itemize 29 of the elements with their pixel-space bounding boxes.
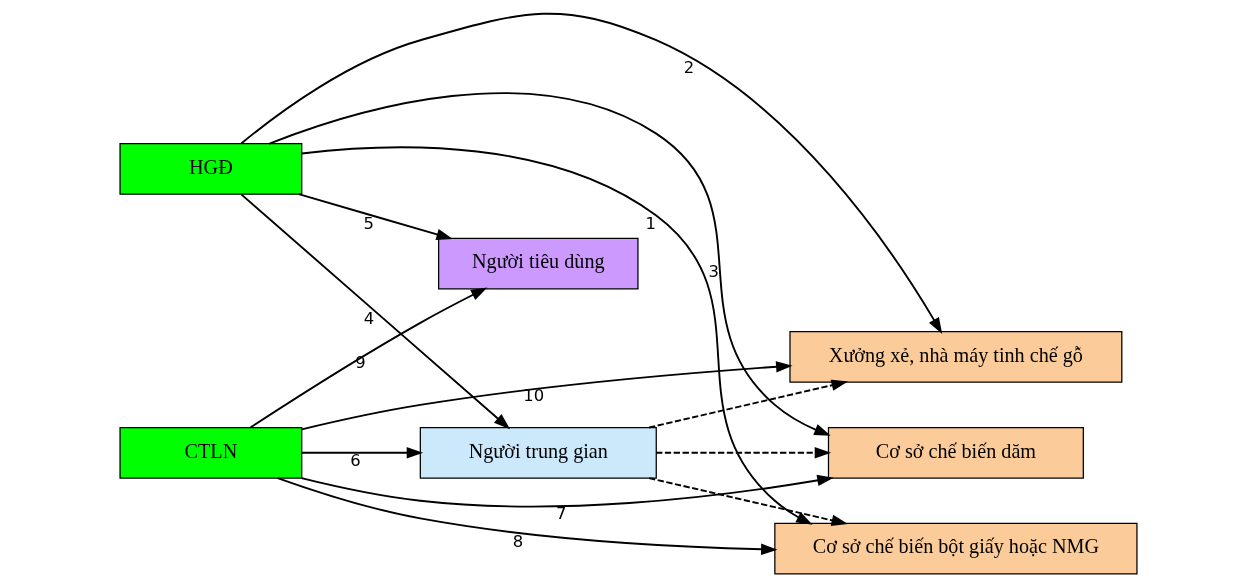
- arrow: [647, 477, 848, 526]
- arrow: [647, 379, 848, 429]
- edge-label: 10: [522, 386, 544, 406]
- arrow: [239, 12, 942, 334]
- edge-label: 4: [363, 309, 374, 329]
- arrow: [300, 361, 792, 431]
- node-box: HGĐ: [118, 143, 302, 195]
- arrow: [276, 477, 777, 555]
- edge-label: 1: [644, 213, 656, 233]
- arrow: [297, 193, 453, 240]
- arrow: [654, 447, 831, 459]
- edge-label: 2: [683, 57, 694, 77]
- arrow: [300, 474, 834, 508]
- arrow: [240, 193, 510, 430]
- arrow: [268, 92, 831, 436]
- edge-label: 8: [512, 531, 523, 551]
- node-box: Người trung gian: [419, 426, 657, 479]
- edge-label: 3: [708, 262, 719, 282]
- node-box: Người tiêu dùng: [437, 237, 639, 290]
- arrow: [300, 447, 423, 459]
- node-box: CTLN: [118, 426, 302, 479]
- node-box: Cơ sở chế biến bột giấy hoặc NMG: [773, 522, 1138, 575]
- node-box: Xưởng xẻ, nhà máy tinh chế gỗ: [788, 331, 1122, 383]
- edge-label: 7: [555, 504, 566, 524]
- edge-label: 6: [349, 450, 361, 470]
- edge-label: 5: [362, 214, 374, 234]
- arrow: [249, 287, 487, 429]
- node-box: Cơ sở chế biến dăm: [827, 426, 1084, 479]
- arrow: [300, 146, 813, 525]
